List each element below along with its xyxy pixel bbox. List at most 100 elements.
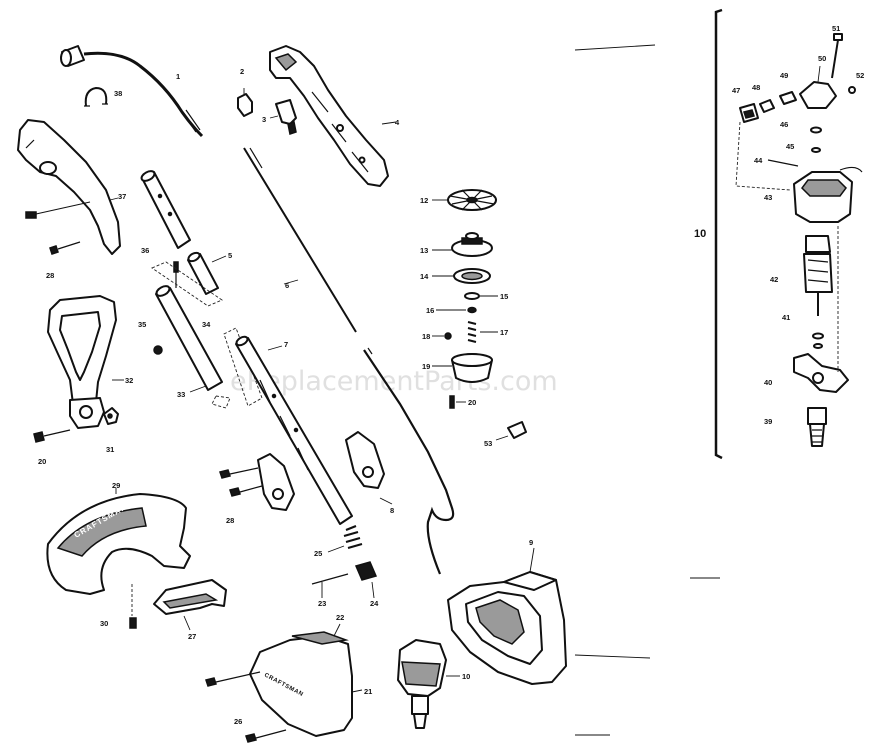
part-3-switch: [269, 99, 297, 135]
label-7: 7: [284, 340, 288, 349]
label-15: 15: [500, 292, 508, 301]
part-20-screw-left: [33, 429, 71, 443]
label-9: 9: [529, 538, 533, 547]
part-38-cord-clip: [84, 87, 108, 107]
label-52: 52: [856, 71, 864, 80]
label-20-left: 20: [38, 457, 46, 466]
label-10: 10: [462, 672, 470, 681]
label-38: 38: [114, 89, 122, 98]
label-12: 12: [420, 196, 428, 205]
part-17-spring: [467, 321, 498, 343]
part-42-armature: [803, 235, 833, 316]
label-13: 13: [420, 246, 428, 255]
part-29-grass-shield: CRAFTSMAN: [46, 488, 191, 595]
label-3: 3: [262, 115, 266, 124]
part-49-brush: [779, 91, 797, 105]
part-20-screw-center: [449, 395, 466, 409]
part-16-washer: [436, 306, 477, 314]
motor-subassembly-bracket: [574, 8, 723, 736]
label-48: 48: [752, 83, 760, 92]
part-37-front-handle: [17, 119, 121, 255]
part-47-terminal: [739, 103, 759, 123]
drive-rod-hooked: [363, 347, 455, 575]
label-6: 6: [285, 281, 289, 290]
label-4: 4: [395, 118, 400, 127]
label-50: 50: [818, 54, 826, 63]
label-36: 36: [141, 246, 149, 255]
part-27-spool-cover: [153, 579, 227, 631]
label-42: 42: [770, 275, 778, 284]
part-18-ball: [432, 332, 452, 340]
label-10-bracket: 10: [694, 228, 706, 240]
label-19: 19: [422, 362, 430, 371]
label-27: 27: [188, 632, 196, 641]
label-31: 31: [106, 445, 114, 454]
label-40: 40: [764, 378, 772, 387]
part-19-spool-housing: [432, 353, 493, 383]
part-52-nut: [848, 86, 856, 94]
part-33-tube: [155, 285, 223, 393]
part-10-motor: [397, 639, 460, 729]
label-17: 17: [500, 328, 508, 337]
label-1: 1: [176, 72, 180, 81]
part-21-motor-housing: CRAFTSMAN: [205, 623, 363, 737]
part-40-end-bracket: [793, 226, 849, 393]
part-51-screw: [831, 33, 843, 79]
label-53: 53: [484, 439, 492, 448]
label-14: 14: [420, 272, 429, 281]
part-53-clip: [495, 421, 527, 441]
label-43: 43: [764, 193, 772, 202]
label-44: 44: [754, 156, 763, 165]
part-45-washer: [811, 147, 821, 153]
upper-shaft-tube: [140, 170, 191, 249]
watermark-text: eReplacementParts.com: [230, 366, 558, 397]
part-6-drive-cable: [243, 147, 357, 333]
label-18: 18: [422, 332, 430, 341]
label-30: 30: [100, 619, 108, 628]
part-9-rear-housing: [447, 547, 567, 685]
part-30-fastener: [129, 584, 137, 629]
label-16: 16: [426, 306, 434, 315]
label-39: 39: [764, 417, 772, 426]
label-34: 34: [202, 320, 211, 329]
part-43-field-housing: [793, 171, 853, 223]
label-22: 22: [336, 613, 344, 622]
part-28-screw-upper: [49, 241, 81, 255]
label-24: 24: [370, 599, 379, 608]
label-26: 26: [234, 717, 242, 726]
label-21: 21: [364, 687, 372, 696]
label-29: 29: [112, 481, 120, 490]
label-33: 33: [177, 390, 185, 399]
label-5: 5: [228, 251, 232, 260]
part-32-d-handle: [47, 295, 124, 429]
part-12-fan: [432, 189, 497, 211]
part-23-pin: [311, 573, 349, 598]
label-41: 41: [782, 313, 790, 322]
part-50-end-bell: [799, 65, 837, 109]
part-26-screw: [245, 729, 287, 743]
label-20-center: 20: [468, 398, 476, 407]
part-35-nut: [153, 345, 163, 355]
part-1-power-cord: [60, 45, 204, 138]
label-23: 23: [318, 599, 326, 608]
part-24-latch: [354, 561, 378, 599]
part-25-spring: [327, 524, 363, 553]
part-36-screw: [173, 261, 179, 288]
label-35: 35: [138, 320, 146, 329]
label-8: 8: [390, 506, 394, 515]
part-4-handle: [269, 45, 397, 187]
label-32: 32: [125, 376, 133, 385]
part-15-washer: [464, 292, 498, 300]
part-48-brush-holder: [759, 99, 775, 113]
part-7-lower-shaft: [235, 335, 353, 525]
part-39-shaft-adapter: [807, 407, 827, 447]
part-44-wire: [735, 121, 863, 191]
label-28-center: 28: [226, 516, 234, 525]
part-2-switch-button: [237, 88, 253, 117]
label-49: 49: [780, 71, 788, 80]
label-28-upper: 28: [46, 271, 54, 280]
label-47: 47: [732, 86, 740, 95]
part-31-knob: [103, 407, 119, 425]
